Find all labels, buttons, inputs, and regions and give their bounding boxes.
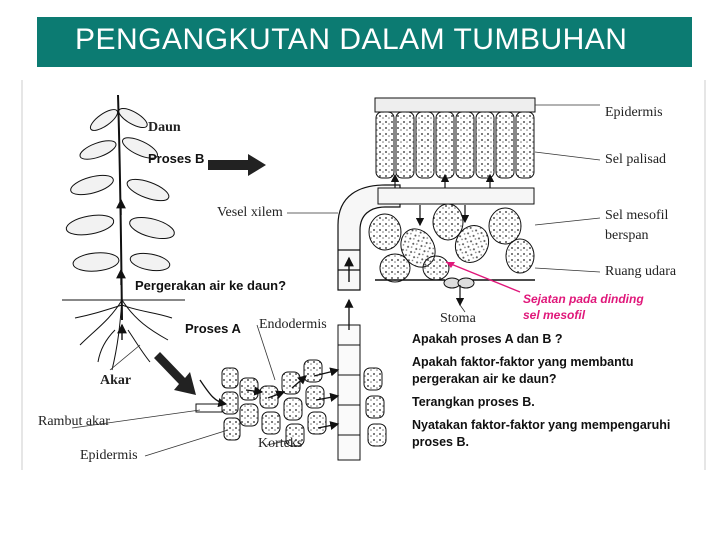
note-line-1: Sejatan pada dinding	[523, 291, 644, 307]
label-daun: Daun	[148, 120, 181, 136]
leaf-cross-section	[369, 98, 535, 288]
root-xylem-tube	[338, 325, 360, 460]
question-2: Apakah faktor-faktor yang membantu perge…	[412, 354, 682, 388]
label-pergerakan-air: Pergerakan air ke daun?	[135, 278, 286, 293]
label-endodermis: Endodermis	[259, 317, 327, 333]
question-3: Terangkan proses B.	[412, 394, 682, 411]
label-sel-palisad: Sel palisad	[605, 152, 666, 168]
root-cross-section	[222, 360, 386, 446]
note-sejatan: Sejatan pada dinding sel mesofil	[523, 291, 644, 323]
label-korteks: Korteks	[258, 436, 302, 452]
proses-b-arrow	[208, 154, 266, 176]
question-1: Apakah proses A dan B ?	[412, 331, 682, 348]
plant-illustration	[62, 95, 185, 370]
label-epidermis-leaf: Epidermis	[605, 105, 663, 121]
label-rambut-akar: Rambut akar	[38, 414, 110, 430]
label-sel-mesofil: Sel mesofil	[605, 208, 668, 224]
question-4: Nyatakan faktor-faktor yang mempengaruhi…	[412, 417, 682, 451]
label-ruang-udara: Ruang udara	[605, 264, 676, 280]
label-akar: Akar	[100, 373, 131, 389]
label-proses-a: Proses A	[185, 321, 241, 336]
label-berspan: berspan	[605, 228, 649, 244]
note-line-2: sel mesofil	[523, 307, 644, 323]
label-proses-b: Proses B	[148, 151, 204, 166]
proses-a-arrow	[154, 352, 196, 395]
label-vesel-xilem: Vesel xilem	[217, 205, 283, 221]
root-hair	[196, 404, 222, 412]
label-epidermis-root: Epidermis	[80, 448, 138, 464]
question-list: Apakah proses A dan B ? Apakah faktor-fa…	[412, 331, 682, 457]
label-stoma: Stoma	[440, 311, 476, 327]
